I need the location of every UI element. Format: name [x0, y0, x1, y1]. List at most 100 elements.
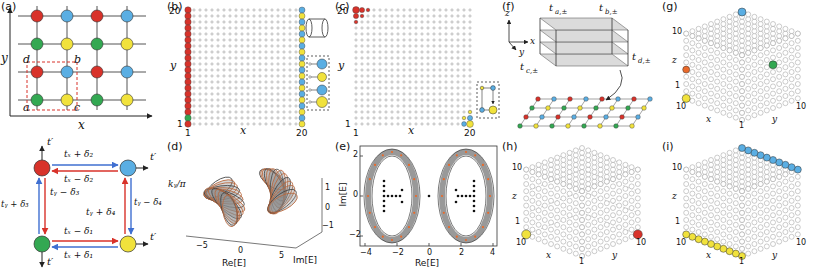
- lattice-site: [379, 51, 381, 53]
- lattice-site: [758, 172, 763, 177]
- eigenvalue: [383, 195, 386, 198]
- lattice-site: [580, 189, 585, 194]
- lattice-site: [355, 99, 357, 101]
- lattice-site: [684, 196, 689, 201]
- lattice-site: [355, 33, 357, 35]
- lattice-site: [733, 58, 738, 63]
- lattice-site: [439, 111, 441, 113]
- lattice-site: [457, 111, 459, 113]
- lattice-site: [391, 15, 393, 17]
- lattice-site: [433, 27, 435, 29]
- lattice-site: [598, 124, 603, 129]
- lattice-site: [259, 105, 261, 107]
- lattice-site: [690, 29, 695, 34]
- lattice-site: [373, 99, 375, 101]
- lattice-site: [379, 117, 381, 119]
- lattice-site: [211, 27, 213, 29]
- lattice-site: [789, 84, 794, 89]
- eigenvalue: [443, 178, 445, 180]
- lattice-site: [391, 21, 393, 23]
- lattice-site: [635, 174, 640, 179]
- lattice-site: [277, 15, 279, 17]
- lattice-site: [403, 63, 405, 65]
- lattice-site: [241, 39, 243, 41]
- lattice-site: [379, 27, 381, 29]
- lattice-site: [391, 81, 393, 83]
- lattice-site: [630, 124, 635, 129]
- lattice-site: [617, 174, 622, 179]
- lattice-site: [727, 179, 732, 184]
- axis-arrow: [509, 42, 516, 50]
- lattice-site: [445, 33, 447, 35]
- eigenvalue: [443, 212, 445, 214]
- eigenvalue: [489, 195, 491, 197]
- lattice-site: [611, 234, 616, 239]
- lattice-site: [635, 210, 640, 215]
- lattice-site: [764, 79, 769, 84]
- hinge-state: [788, 164, 795, 171]
- lattice-site: [684, 218, 689, 223]
- lattice-site: [752, 113, 757, 118]
- lattice-site: [758, 196, 763, 201]
- lattice-site: [740, 218, 745, 223]
- lattice-site: [752, 249, 757, 254]
- lattice-site: [361, 51, 363, 53]
- lattice-site: [586, 244, 591, 249]
- tick: [493, 243, 494, 246]
- lattice-site: [727, 184, 732, 189]
- lattice-site: [721, 110, 726, 115]
- lattice-site: [555, 170, 560, 175]
- lattice-site: [361, 93, 363, 95]
- lattice-site: [445, 69, 447, 71]
- lattice-site: [385, 75, 387, 77]
- lattice-site: [259, 75, 261, 77]
- lattice-site: [573, 167, 578, 172]
- lattice-site: [567, 160, 572, 165]
- eigenvalue: [382, 154, 384, 156]
- lattice-site: [289, 21, 291, 23]
- lattice-site: [586, 194, 591, 199]
- lattice-site: [415, 75, 417, 77]
- lattice-site: [752, 242, 757, 247]
- lattice-site: [283, 63, 285, 65]
- lattice-site: [764, 43, 769, 48]
- lattice-site: [536, 194, 541, 199]
- lattice-site: [217, 51, 219, 53]
- lattice-site: [721, 239, 726, 244]
- lattice-site: [542, 210, 547, 215]
- lattice-site: [31, 66, 43, 78]
- lattice-site: [211, 69, 213, 71]
- lattice-site: [727, 84, 732, 89]
- lattice-site: [367, 39, 369, 41]
- edge-state: [185, 97, 191, 103]
- lattice-site: [764, 43, 769, 48]
- lattice-site: [229, 105, 231, 107]
- lattice-site: [727, 242, 732, 247]
- lattice-site: [727, 227, 732, 232]
- lattice-site: [789, 234, 794, 239]
- lattice-site: [598, 177, 603, 182]
- lattice-site: [295, 39, 297, 41]
- lattice-site: [604, 186, 609, 191]
- lattice-site: [530, 213, 535, 218]
- lattice-site: [469, 9, 471, 11]
- lattice-site: [379, 93, 381, 95]
- lattice-site: [696, 222, 701, 227]
- lattice-site: [617, 174, 622, 179]
- lattice-site: [771, 106, 776, 111]
- lattice-site: [205, 69, 207, 71]
- lattice-site: [247, 99, 249, 101]
- lattice-site: [253, 33, 255, 35]
- lattice-site: [277, 69, 279, 71]
- lattice-site: [217, 111, 219, 113]
- lattice-site: [277, 75, 279, 77]
- lattice-site: [367, 27, 369, 29]
- edge-state: [185, 115, 191, 121]
- lattice-site: [771, 227, 776, 232]
- lattice-site: [223, 33, 225, 35]
- lattice-site: [555, 244, 560, 249]
- lattice-site: [229, 63, 231, 65]
- lattice-site: [289, 111, 291, 113]
- lattice-site: [229, 33, 231, 35]
- lattice-site: [259, 87, 261, 89]
